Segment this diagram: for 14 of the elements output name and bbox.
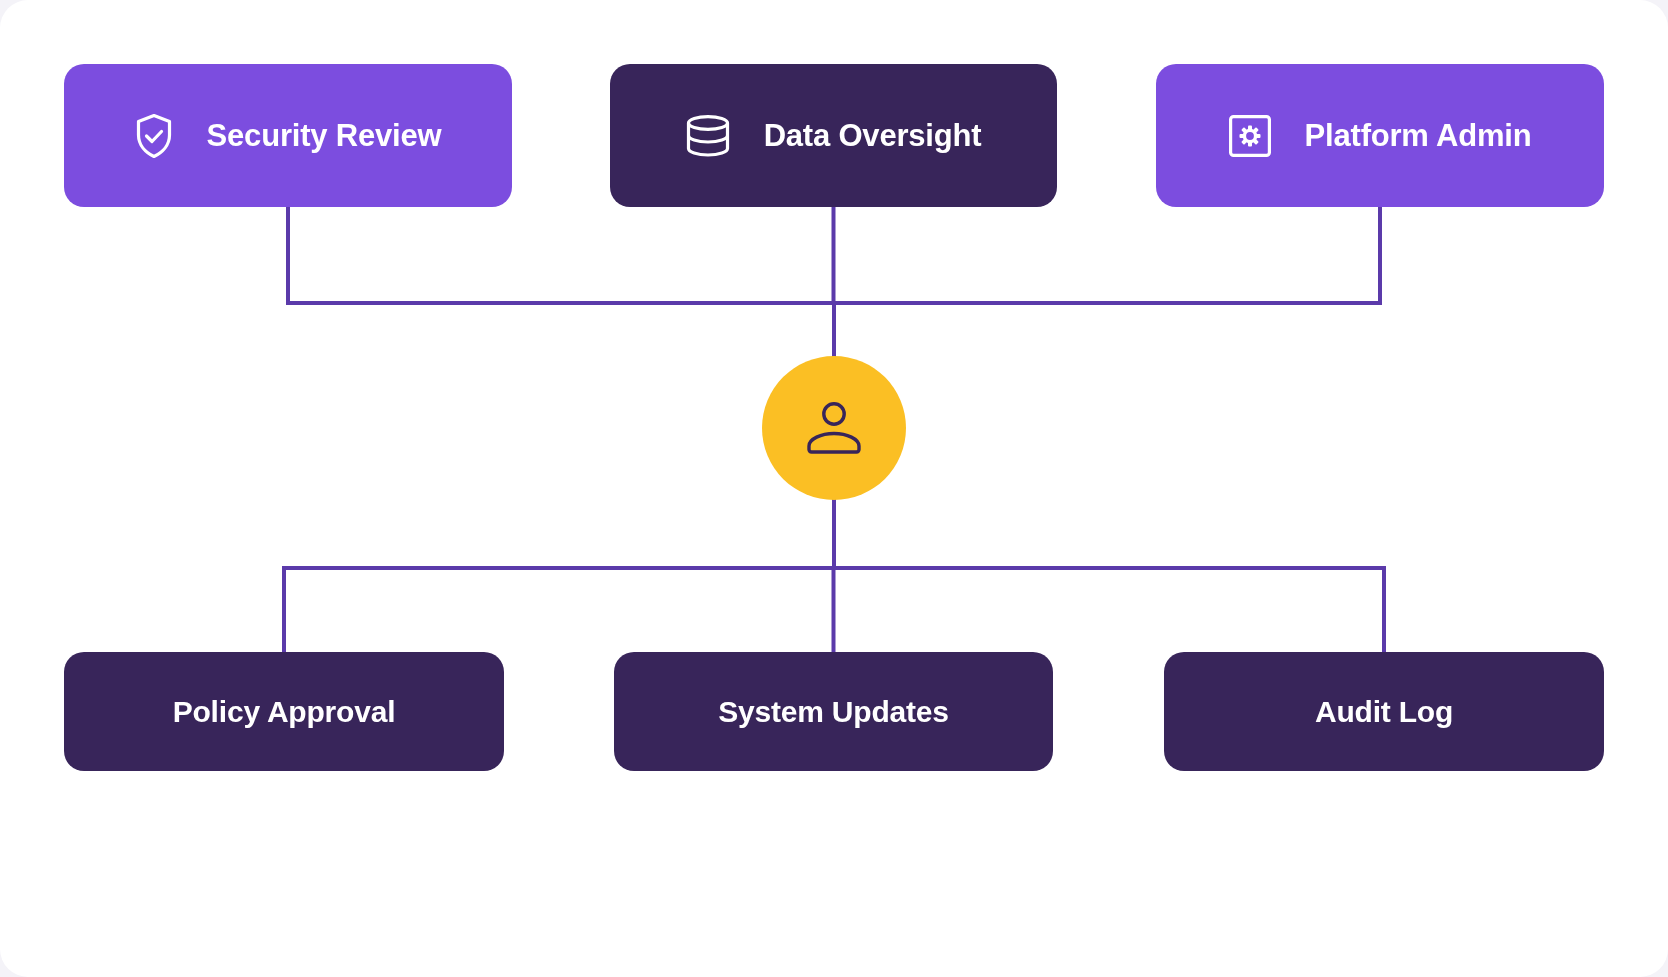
box-label: Data Oversight [763, 117, 982, 154]
process-box [614, 652, 1053, 771]
process-box [64, 64, 512, 207]
process-box [610, 64, 1057, 207]
box-label: System Updates [718, 694, 949, 729]
box-label: Audit Log [1314, 694, 1454, 729]
connector-line [282, 498, 1386, 654]
process-box [1164, 652, 1604, 771]
process-box [1156, 64, 1604, 207]
process-box [64, 652, 504, 771]
connector-line [286, 205, 1382, 358]
box-label: Platform Admin [1304, 117, 1532, 154]
box-label: Security Review [206, 117, 442, 154]
box-label: Policy Approval [172, 694, 396, 729]
